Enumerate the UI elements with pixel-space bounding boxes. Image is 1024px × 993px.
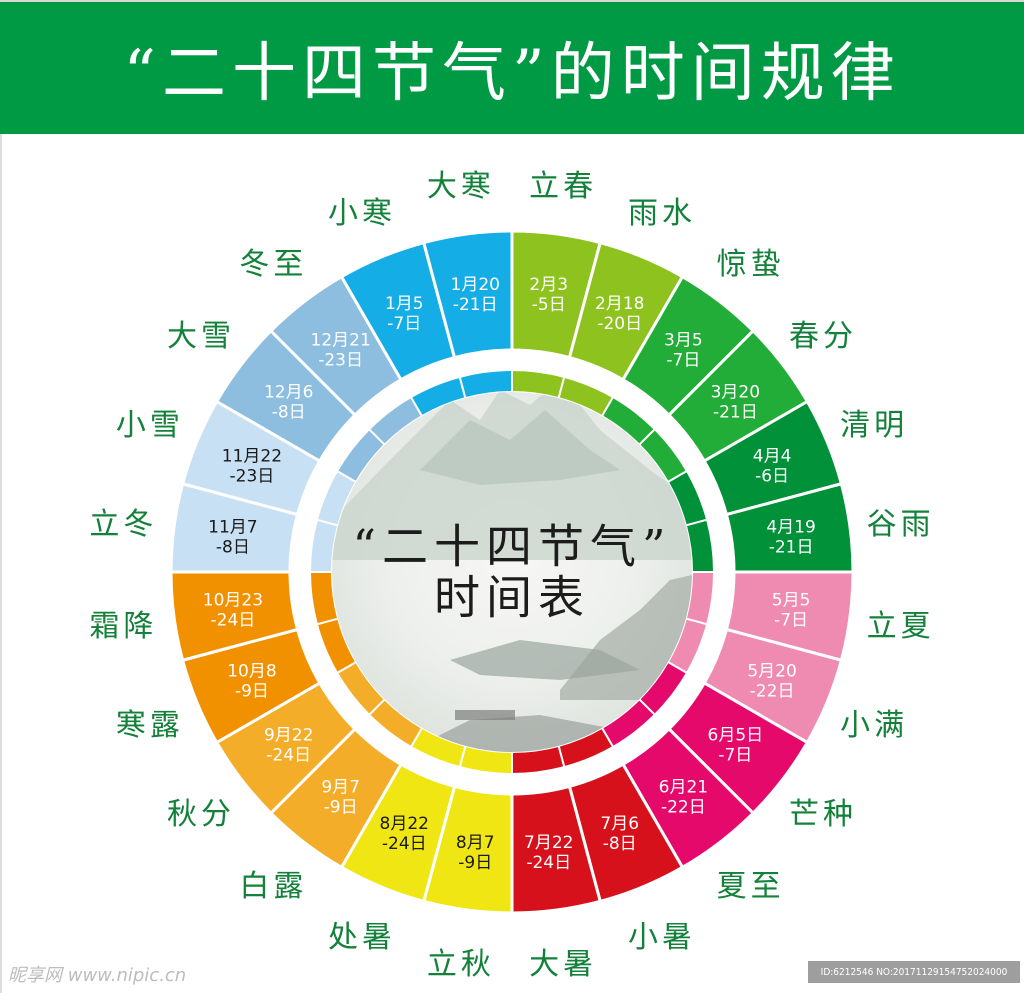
term-label: 处暑	[327, 920, 396, 956]
segment-date: 9月7-9日	[321, 777, 360, 817]
segment-date: 11月22-23日	[222, 446, 282, 486]
segment-date: 12月6-8日	[264, 383, 313, 423]
segment-date: 10月8-9日	[227, 662, 276, 702]
segment-date: 1月5-7日	[385, 294, 424, 334]
watermark-id: ID:6212546 NO:20171129154752024000	[808, 961, 1020, 983]
term-label: 小暑	[628, 920, 696, 956]
segment-date: 11月7-8日	[208, 517, 257, 557]
segment-date: 5月20-22日	[747, 662, 796, 702]
term-label: 大暑	[529, 946, 598, 982]
term-label: 大寒	[426, 169, 495, 205]
header-banner: “二十四节气”的时间规律	[0, 2, 1024, 134]
segment-date: 9月22-24日	[264, 725, 313, 765]
segment-date: 10月23-24日	[203, 591, 263, 631]
term-label: 立春	[529, 169, 598, 205]
center-title: “二十四节气” 时间表	[352, 521, 671, 622]
segment-date: 3月5-7日	[664, 331, 703, 371]
center-title-line2: 时间表	[433, 570, 590, 624]
term-label: 小寒	[327, 195, 396, 231]
segment-date: 5月5-7日	[772, 591, 811, 631]
term-label: 小满	[840, 708, 909, 743]
term-label: 芒种	[788, 796, 857, 832]
page-title: “二十四节气”的时间规律	[123, 37, 901, 111]
segment-date: 7月22-24日	[524, 833, 573, 873]
term-label: 白露	[239, 868, 308, 904]
term-label: 秋分	[167, 796, 235, 832]
segment-24	[421, 229, 514, 360]
watermark-logo: 昵享网 www.nipic.cn	[8, 965, 187, 986]
segment-date: 6月5日-7日	[708, 725, 764, 765]
segment-date: 3月20-21日	[711, 383, 760, 423]
segment-date: 8月7-9日	[456, 833, 495, 873]
term-label: 大雪	[167, 319, 235, 355]
term-label: 夏至	[716, 868, 785, 904]
term-label: 立冬	[89, 506, 158, 542]
segment-date: 4月19-21日	[766, 517, 815, 557]
segment-date: 8月22-24日	[380, 814, 429, 854]
landscape-painting	[332, 392, 692, 752]
term-label: 惊蛰	[716, 247, 785, 282]
segment-date: 12月21-23日	[311, 331, 371, 371]
segment-date: 2月3-5日	[529, 275, 568, 315]
segment-date: 1月20-21日	[451, 275, 500, 315]
term-label: 立夏	[866, 609, 935, 645]
segment-date: 7月6-8日	[600, 814, 639, 854]
segment-date: 2月18-20日	[595, 294, 644, 334]
center-title-line1: “二十四节气”	[352, 519, 672, 574]
segment-date: 6月21-22日	[659, 777, 708, 817]
term-label: 霜降	[89, 609, 158, 645]
top-border	[0, 0, 1024, 2]
term-label: 谷雨	[866, 506, 935, 542]
term-label: 雨水	[628, 195, 696, 231]
term-label: 小雪	[115, 407, 184, 443]
segment-date: 4月4-6日	[753, 446, 792, 486]
term-label: 春分	[788, 319, 857, 355]
term-label: 寒露	[115, 708, 184, 743]
term-label: 立秋	[426, 946, 495, 982]
left-border	[0, 134, 2, 993]
term-label: 冬至	[239, 247, 308, 282]
term-label: 清明	[840, 407, 909, 443]
